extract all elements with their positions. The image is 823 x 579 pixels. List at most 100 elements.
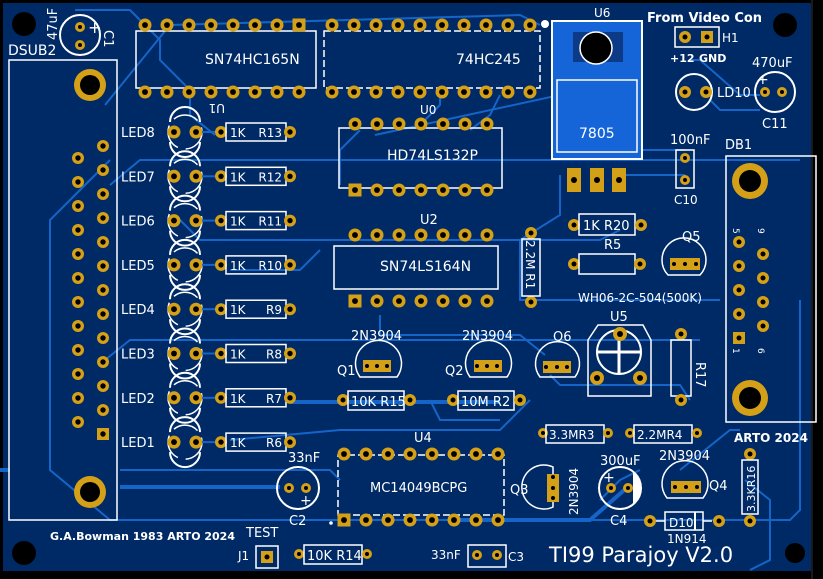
ic-pin-row bbox=[348, 228, 494, 242]
dsub2-connector: DSUB2 bbox=[8, 43, 118, 521]
ic-pin-row bbox=[325, 85, 537, 99]
q3-transistor: Q3 2N3904 bbox=[510, 464, 581, 515]
u5-part: WH06-2C-504(500K) bbox=[578, 291, 702, 305]
db1-pin9: 9 bbox=[755, 228, 765, 234]
c10-capacitor: 100nF C10 bbox=[670, 133, 711, 207]
u0-ic: HD74LS132P bbox=[338, 117, 503, 197]
led-label: LED2 bbox=[121, 392, 155, 407]
resistor-ref: R9 bbox=[266, 303, 282, 317]
ic-pin-row bbox=[325, 18, 537, 32]
resistor-value: 1K bbox=[230, 348, 247, 362]
ic-pin-row bbox=[337, 513, 505, 527]
u4-part: MC14049BCPG bbox=[370, 481, 467, 496]
d10-diode: D10 1N914 bbox=[644, 511, 725, 546]
c11-value: 470uF bbox=[752, 56, 793, 71]
u1-ic: SN74HC165N U1 bbox=[135, 18, 317, 115]
u3-part: 74HC245 bbox=[456, 52, 521, 68]
db1-note: ARTO 2024 bbox=[734, 431, 808, 445]
resistor-value: 1K bbox=[230, 259, 247, 273]
mount-hole-bottom-left bbox=[12, 541, 36, 565]
c2-plus: + bbox=[300, 493, 312, 509]
c10-value: 100nF bbox=[670, 133, 711, 148]
mount-hole-bottom-right bbox=[785, 543, 805, 563]
c3-value: 33nF bbox=[431, 548, 461, 562]
c4-ref: C4 bbox=[610, 514, 627, 529]
mounting-holes bbox=[12, 12, 805, 565]
r14-label: 10K R14 bbox=[307, 549, 362, 564]
resistor-ref: R10 bbox=[258, 259, 282, 273]
u4-ref: U4 bbox=[414, 431, 432, 446]
j1-label: TEST bbox=[245, 526, 278, 541]
led-label: LED8 bbox=[121, 126, 155, 141]
c3-capacitor: 33nF C3 bbox=[431, 544, 524, 568]
q4-part: 2N3904 bbox=[659, 449, 710, 464]
u5-potentiometer[interactable]: WH06-2C-504(500K) U5 bbox=[578, 291, 702, 397]
u2-ic: U2 SN74LS164N bbox=[333, 213, 499, 308]
r20-label: 1K R20 bbox=[583, 219, 630, 234]
board-title: TI99 Parajoy V2.0 bbox=[548, 543, 733, 567]
resistor-ref: R7 bbox=[266, 392, 282, 406]
led-row: LED2 1K R7 bbox=[121, 371, 296, 424]
c1-capacitor: + 47uF C1 bbox=[46, 8, 115, 56]
ld10-ref: LD10 bbox=[717, 86, 751, 101]
c4-plus: + bbox=[603, 470, 615, 486]
u0-part: HD74LS132P bbox=[387, 148, 478, 164]
led-label: LED6 bbox=[121, 215, 155, 230]
resistor-value: 1K bbox=[230, 170, 247, 184]
c3-ref: C3 bbox=[508, 550, 524, 564]
j1-test-jumper[interactable]: TEST J1 bbox=[237, 526, 279, 569]
h1-heading: From Video Con bbox=[647, 11, 762, 26]
u2-ref: U2 bbox=[420, 213, 438, 228]
u6-part: 7805 bbox=[579, 126, 615, 142]
q6-transistor: Q6 bbox=[534, 330, 581, 378]
c11-ref: C11 bbox=[762, 117, 788, 132]
u6-regulator: 7805 U6 bbox=[551, 6, 643, 192]
c2-value: 33nF bbox=[288, 451, 320, 466]
q2-transistor: 2N3904 Q2 bbox=[445, 329, 513, 379]
credits-text: G.A.Bowman 1983 ARTO 2024 bbox=[50, 530, 235, 543]
c11-plus: + bbox=[757, 72, 769, 88]
q3-ref: Q3 bbox=[510, 483, 529, 498]
d10-part: 1N914 bbox=[667, 532, 707, 546]
q1-ref: Q1 bbox=[337, 364, 356, 379]
ic-pin-row bbox=[348, 294, 494, 308]
r17-resistor: R17 bbox=[670, 328, 707, 406]
led-label: LED4 bbox=[121, 303, 155, 318]
u6-ref: U6 bbox=[594, 6, 610, 20]
r5-resistor: R5 bbox=[568, 238, 646, 275]
mount-hole-top-right bbox=[773, 13, 797, 37]
resistor-value: 1K bbox=[230, 126, 247, 140]
led-row: LED8 1K R13 bbox=[121, 106, 296, 158]
db1-pin5: 5 bbox=[730, 228, 740, 234]
q1-transistor: 2N3904 Q1 bbox=[337, 329, 403, 379]
r2-resistor: 10M R2 bbox=[447, 390, 526, 411]
ic-pin-row bbox=[337, 447, 505, 461]
ic-pin-row bbox=[348, 183, 494, 197]
q2-part: 2N3904 bbox=[462, 329, 513, 344]
resistor-ref: R13 bbox=[258, 126, 282, 140]
c1-ref: C1 bbox=[100, 30, 115, 47]
h1-pin-12v: +12 bbox=[670, 52, 695, 65]
mount-hole-top-left bbox=[12, 12, 36, 36]
ic-pin-row bbox=[348, 117, 494, 131]
q1-part: 2N3904 bbox=[351, 329, 402, 344]
u3-ref: U0 bbox=[420, 103, 436, 117]
c1-plus: + bbox=[88, 18, 101, 37]
led-label: LED7 bbox=[121, 170, 155, 185]
q5-transistor: Q5 bbox=[661, 230, 707, 276]
r1-resistor: 2.2M R1 bbox=[521, 227, 541, 308]
r15-resistor: 10K R15 bbox=[337, 390, 416, 411]
c10-ref: C10 bbox=[674, 193, 698, 207]
resistor-value: 1K bbox=[230, 392, 247, 406]
h1-header[interactable]: From Video Con H1 +12 GND bbox=[647, 11, 762, 65]
resistor-ref: R8 bbox=[266, 348, 282, 362]
c2-capacitor: 33nF + C2 bbox=[276, 451, 320, 529]
r20-resistor: 1K R20 bbox=[568, 213, 647, 236]
resistor-value: 1K bbox=[230, 215, 247, 229]
r17-ref: R17 bbox=[692, 362, 707, 388]
u2-part: SN74LS164N bbox=[380, 259, 471, 275]
